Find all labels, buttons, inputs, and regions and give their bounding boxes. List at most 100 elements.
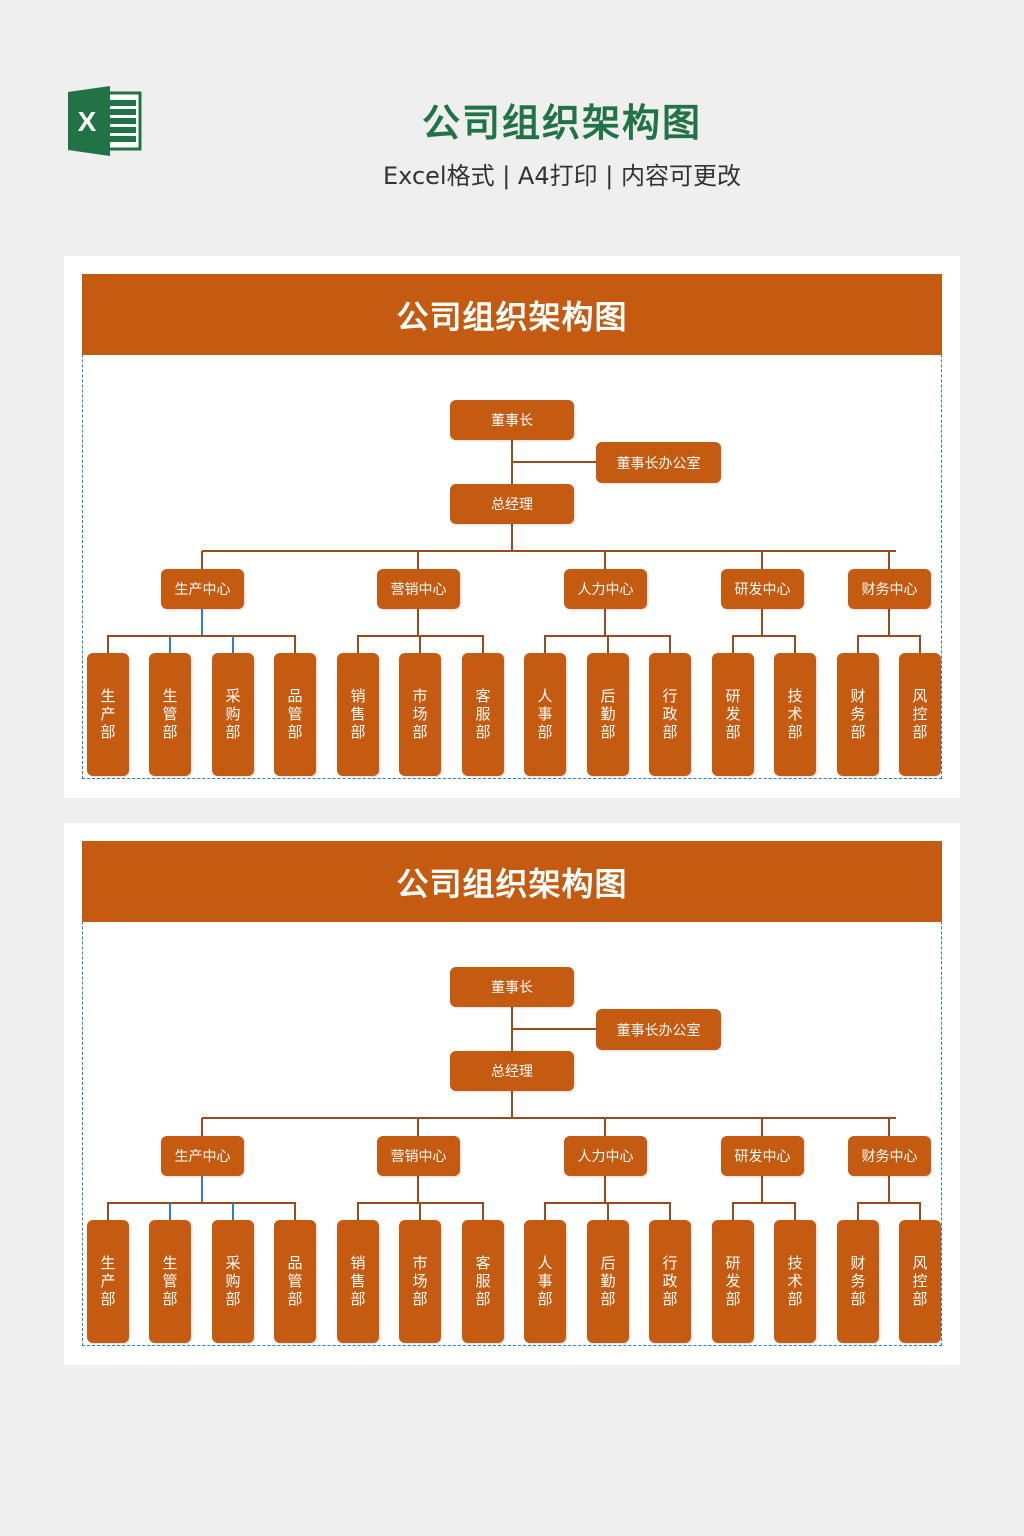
node-department: 研发部 (712, 1220, 754, 1343)
connector-line (732, 1202, 796, 1204)
connector-line (888, 551, 890, 569)
node-department: 销售部 (337, 653, 379, 776)
excel-icon: X (68, 86, 142, 156)
node-department: 市场部 (399, 653, 441, 776)
connector-line (732, 1203, 734, 1220)
node-department: 市场部 (399, 1220, 441, 1343)
connector-line (417, 1176, 419, 1203)
node-general-manager: 总经理 (450, 1051, 574, 1091)
node-center: 财务中心 (848, 1136, 931, 1176)
page-subtitle: Excel格式 | A4打印 | 内容可更改 (383, 162, 741, 190)
connector-line (419, 1203, 421, 1220)
node-department: 采购部 (212, 653, 254, 776)
panel-title: 公司组织架构图 (82, 841, 942, 922)
node-chairman-office: 董事长办公室 (596, 442, 721, 483)
connector-line (857, 1202, 921, 1204)
connector-line (669, 636, 671, 653)
connector-line (419, 636, 421, 653)
node-center: 生产中心 (161, 1136, 244, 1176)
node-department: 技术部 (774, 653, 816, 776)
connector-line (544, 1203, 546, 1220)
node-chairman-office: 董事长办公室 (596, 1009, 721, 1050)
connector-line (202, 1117, 896, 1119)
node-department: 财务部 (837, 653, 879, 776)
connector-line (201, 1176, 203, 1203)
connector-line (169, 636, 171, 653)
page-title: 公司组织架构图 (421, 101, 702, 145)
print-border (82, 274, 942, 779)
node-center: 营销中心 (377, 569, 460, 609)
connector-line (201, 609, 203, 636)
node-department: 技术部 (774, 1220, 816, 1343)
connector-line (888, 609, 890, 636)
node-department: 行政部 (649, 653, 691, 776)
connector-line (604, 609, 606, 636)
print-border (82, 841, 942, 1346)
node-department: 风控部 (899, 1220, 941, 1343)
connector-line (919, 1203, 921, 1220)
node-department: 风控部 (899, 653, 941, 776)
connector-line (417, 609, 419, 636)
org-chart-panel: 公司组织架构图 董事长董事长办公室总经理生产部生管部采购部品管部生产中心销售部市… (64, 823, 960, 1365)
connector-line (761, 1118, 763, 1136)
node-department: 品管部 (274, 653, 316, 776)
node-department: 后勤部 (587, 653, 629, 776)
node-center: 财务中心 (848, 569, 931, 609)
connector-line (607, 1203, 609, 1220)
connector-line (482, 1203, 484, 1220)
connector-line (761, 609, 763, 636)
connector-line (857, 1203, 859, 1220)
node-center: 研发中心 (721, 1136, 804, 1176)
connector-line (201, 551, 203, 569)
node-department: 生管部 (149, 653, 191, 776)
connector-line (794, 636, 796, 653)
connector-line (107, 1202, 296, 1204)
connector-line (604, 551, 606, 569)
node-department: 销售部 (337, 1220, 379, 1343)
node-chairman: 董事长 (450, 400, 574, 440)
node-department: 研发部 (712, 653, 754, 776)
svg-text:X: X (78, 106, 97, 137)
connector-line (232, 1203, 234, 1220)
connector-line (794, 1203, 796, 1220)
connector-line (357, 636, 359, 653)
node-department: 采购部 (212, 1220, 254, 1343)
node-department: 品管部 (274, 1220, 316, 1343)
node-center: 营销中心 (377, 1136, 460, 1176)
node-chairman: 董事长 (450, 967, 574, 1007)
connector-line (888, 1176, 890, 1203)
connector-line (294, 1203, 296, 1220)
org-chart-panel: 公司组织架构图 董事长董事长办公室总经理生产部生管部采购部品管部生产中心销售部市… (64, 256, 960, 798)
node-general-manager: 总经理 (450, 484, 574, 524)
connector-line (202, 550, 896, 552)
connector-line (761, 551, 763, 569)
node-center: 人力中心 (564, 1136, 647, 1176)
connector-line (857, 635, 921, 637)
node-department: 客服部 (462, 653, 504, 776)
connector-line (604, 1118, 606, 1136)
connector-line (357, 1203, 359, 1220)
node-department: 财务部 (837, 1220, 879, 1343)
connector-line (607, 636, 609, 653)
node-center: 人力中心 (564, 569, 647, 609)
connector-line (417, 1118, 419, 1136)
panel-title: 公司组织架构图 (82, 274, 942, 355)
connector-line (232, 636, 234, 653)
connector-line (888, 1118, 890, 1136)
connector-line (919, 636, 921, 653)
node-department: 行政部 (649, 1220, 691, 1343)
connector-line (294, 636, 296, 653)
node-department: 客服部 (462, 1220, 504, 1343)
connector-line (201, 1118, 203, 1136)
connector-line (512, 1028, 596, 1030)
connector-line (107, 635, 296, 637)
node-department: 生管部 (149, 1220, 191, 1343)
connector-line (169, 1203, 171, 1220)
connector-line (107, 1203, 109, 1220)
connector-line (732, 635, 796, 637)
connector-line (604, 1176, 606, 1203)
connector-line (761, 1176, 763, 1203)
connector-line (857, 636, 859, 653)
node-center: 研发中心 (721, 569, 804, 609)
